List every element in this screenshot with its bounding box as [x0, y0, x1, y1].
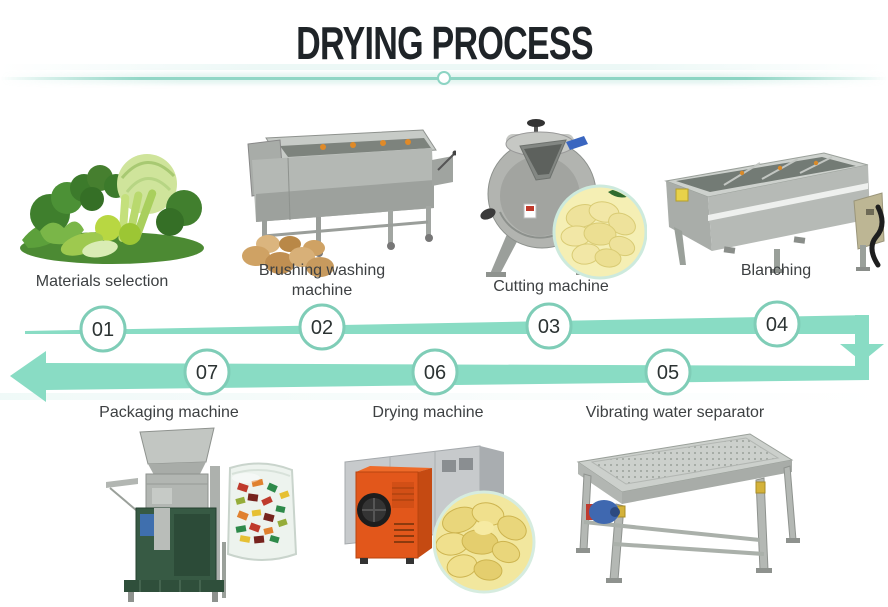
label-materials-selection: Materials selection	[35, 273, 169, 290]
step-number: 06	[424, 362, 446, 384]
left-arrowhead-icon	[10, 351, 46, 402]
green-vegetables-illustration	[20, 154, 204, 264]
dried-chips-inset	[432, 490, 536, 594]
packaging-machine-illustration	[106, 427, 298, 602]
potatoes	[242, 235, 334, 277]
title-divider-dot	[437, 71, 451, 85]
drying-machine-illustration	[344, 445, 536, 594]
label-brushing-washing-machine: Brushing washing machine	[258, 262, 386, 299]
process-flow-arrow: 01 02 03 04 05 06 07	[10, 300, 884, 402]
brushing-washing-machine-image	[242, 129, 456, 277]
heat-pump-unit	[355, 466, 432, 564]
step-circle-05: 05	[644, 348, 692, 396]
down-arrowhead-icon	[840, 344, 884, 362]
step-number: 07	[196, 362, 218, 384]
step-circle-01: 01	[79, 305, 127, 353]
vibrating-water-separator-illustration	[576, 433, 800, 583]
product-bag	[226, 462, 298, 561]
green-vegetables-image	[20, 154, 204, 264]
blanching-machine-image	[664, 152, 885, 273]
cutting-machine-illustration	[480, 119, 647, 280]
label-drying-machine: Drying machine	[372, 404, 484, 421]
blanching-machine-illustration	[664, 152, 885, 273]
step-circle-04: 04	[753, 300, 801, 348]
vibration-motor	[586, 500, 620, 524]
cutting-machine-image	[480, 119, 647, 280]
label-blanching: Blanching	[740, 262, 812, 279]
label-vibrating-water-separator: Vibrating water separator	[585, 404, 765, 421]
drying-machine-image	[344, 445, 536, 594]
label-cutting-machine: Cutting machine	[493, 278, 609, 295]
dried-vegetable-pieces	[235, 478, 290, 544]
vibrating-water-separator-image	[576, 433, 800, 583]
step-number: 02	[311, 317, 333, 339]
header: DRYING PROCESS	[0, 16, 888, 70]
step-number: 01	[92, 319, 114, 341]
step-number: 05	[657, 362, 679, 384]
step-circle-02: 02	[298, 303, 346, 351]
label-packaging-machine: Packaging machine	[99, 404, 239, 421]
potato-slices-inset	[552, 184, 647, 280]
step-number: 03	[538, 316, 560, 338]
step-number: 04	[766, 314, 788, 336]
brushing-washing-machine-illustration	[242, 129, 456, 277]
page-title: DRYING PROCESS	[295, 17, 593, 69]
step-circle-06: 06	[411, 348, 459, 396]
step-circle-03: 03	[525, 302, 573, 350]
step-circle-07: 07	[183, 348, 231, 396]
packaging-machine-image	[106, 427, 298, 602]
